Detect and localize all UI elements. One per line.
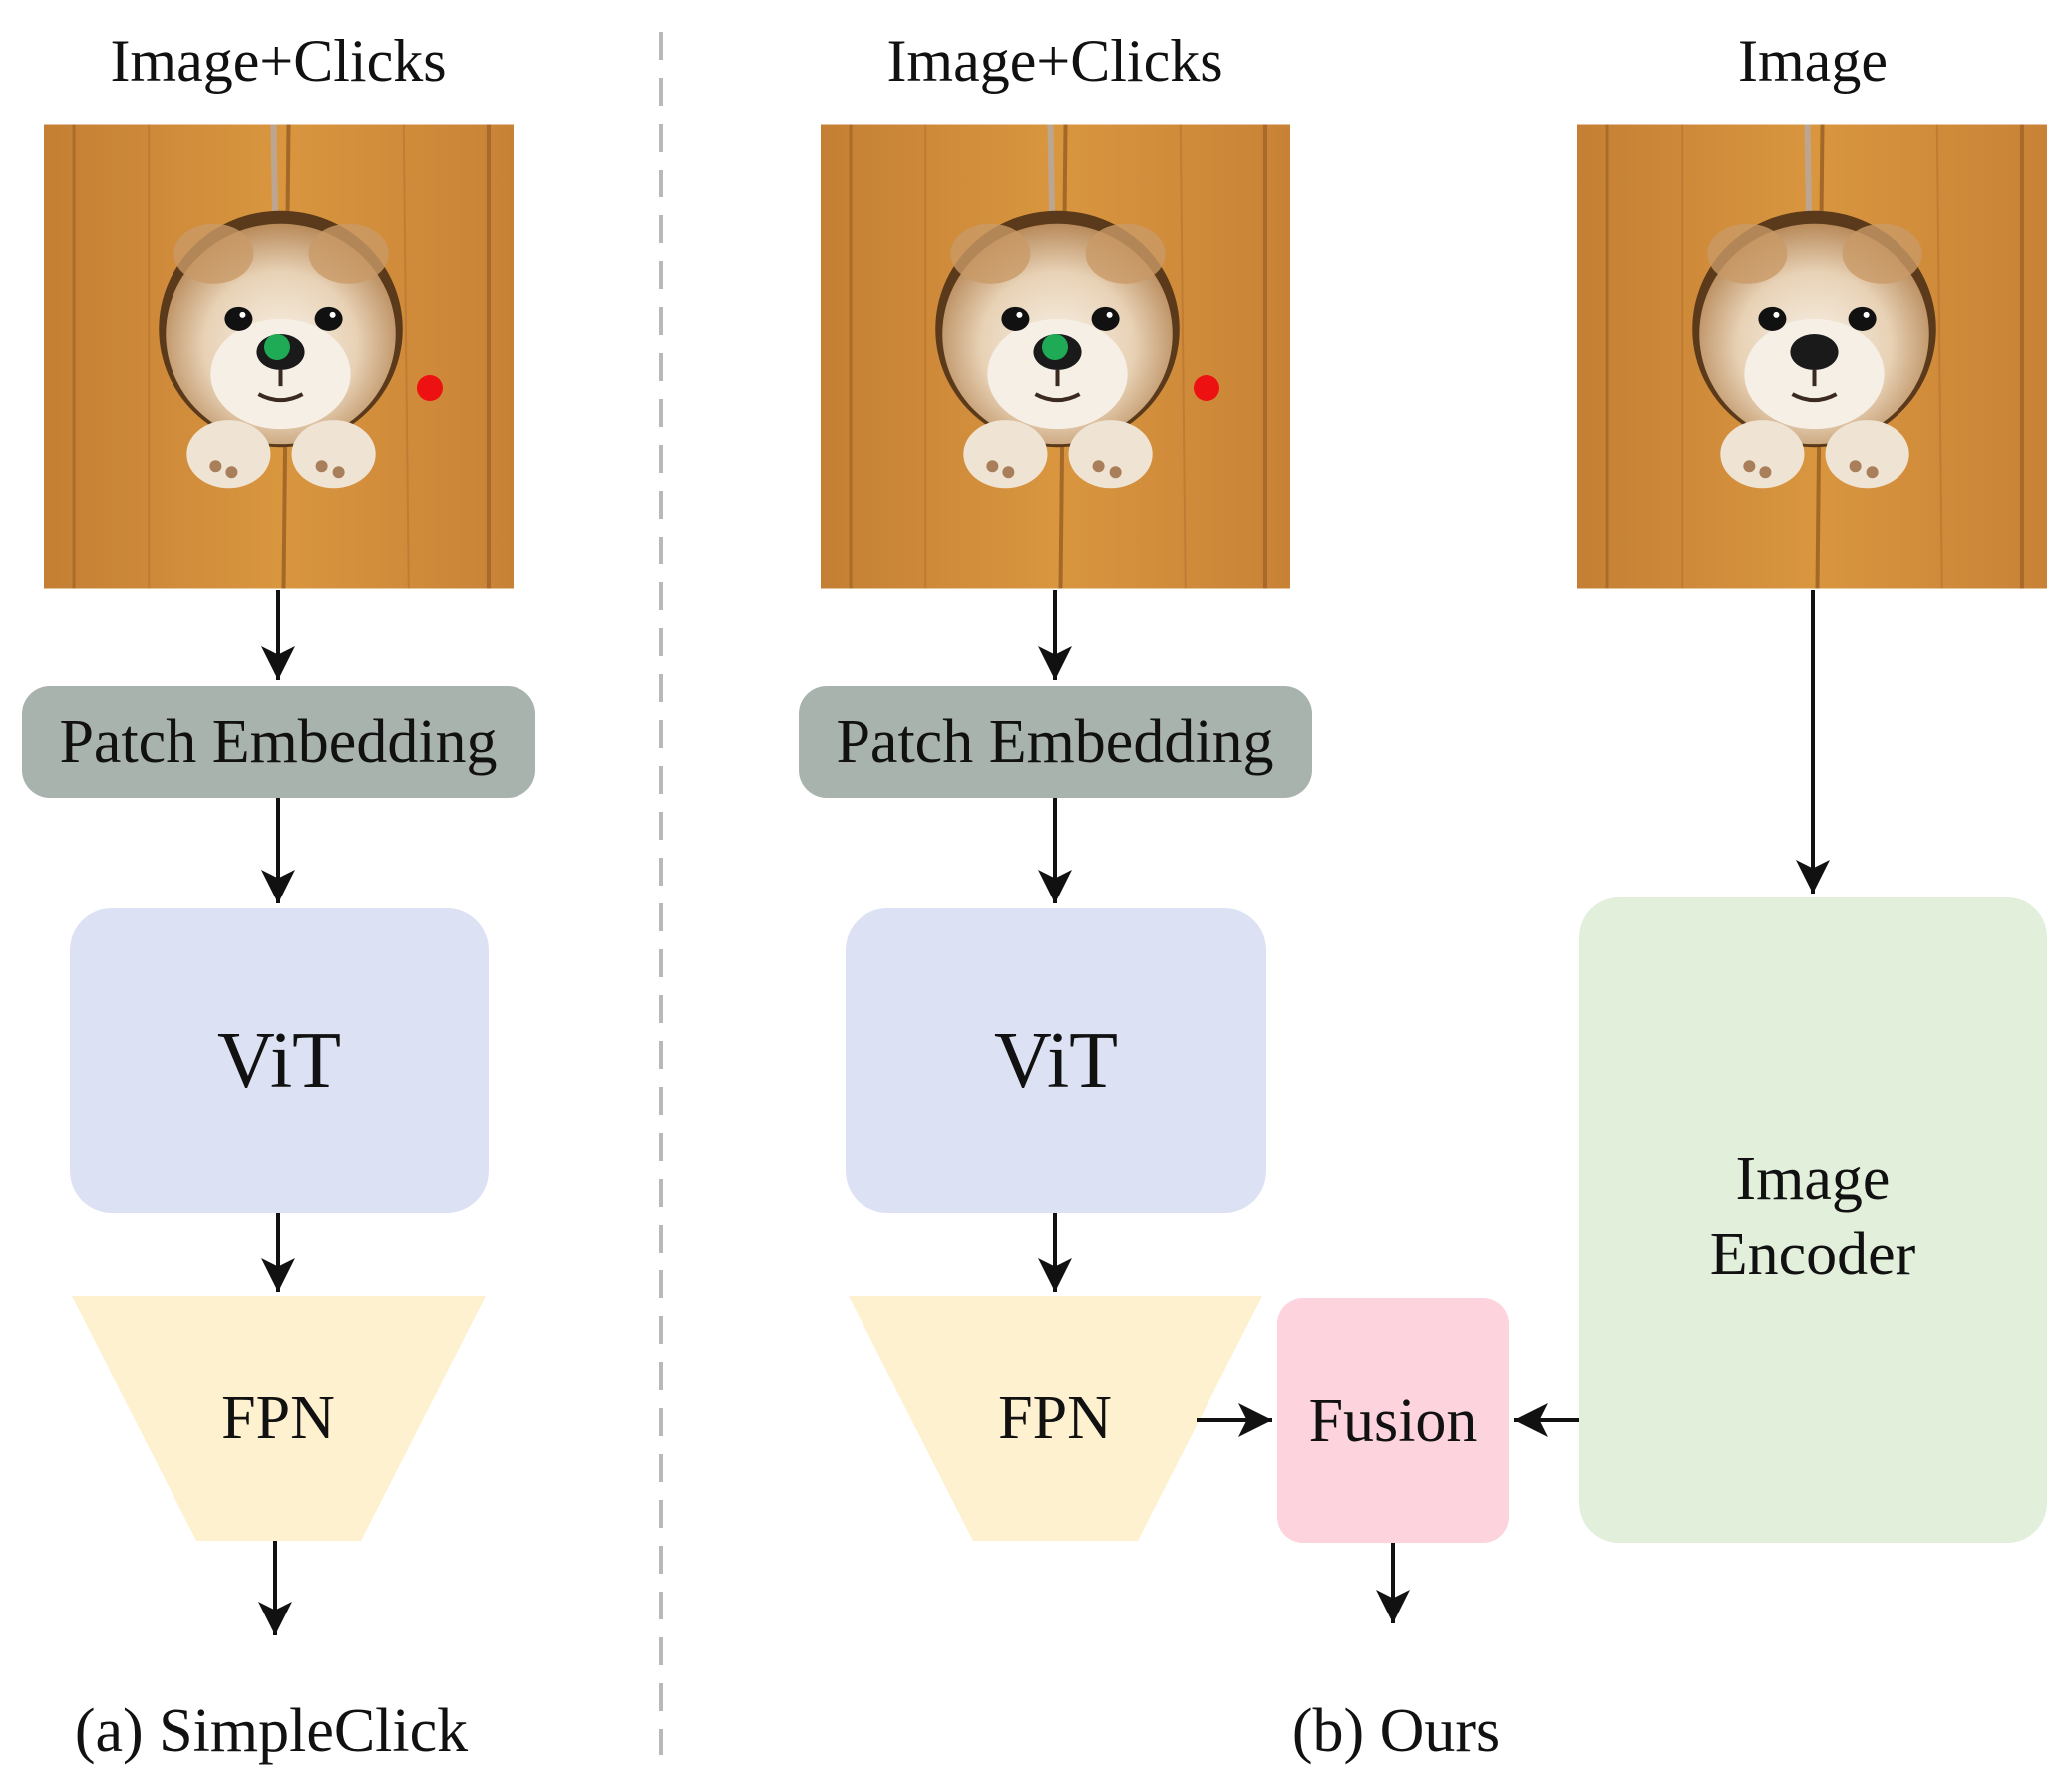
panel-b-image-label: Image bbox=[1738, 28, 1888, 94]
panel-b-vit-label: ViT bbox=[994, 1017, 1118, 1105]
panel-b-input-image-clicks bbox=[821, 125, 1290, 589]
negative-click-marker bbox=[1194, 375, 1219, 401]
panel-b-fusion-block: Fusion bbox=[1277, 1298, 1509, 1543]
panel-b-encoder-label-line2: Encoder bbox=[1710, 1221, 1916, 1288]
panel-a-patch-embedding-block: Patch Embedding bbox=[22, 686, 535, 798]
panel-b-patch-embedding-block: Patch Embedding bbox=[799, 686, 1312, 798]
panel-b-encoder-label-line1: Image bbox=[1736, 1145, 1891, 1213]
panel-b-image-encoder-block: Image Encoder bbox=[1579, 897, 2047, 1543]
panel-a-caption: (a) SimpleClick bbox=[75, 1697, 468, 1765]
panel-a-simpleclick: Image+Clicks Patch Embedding ViT FPN (a)… bbox=[22, 28, 535, 1765]
panel-b-fpn-label: FPN bbox=[998, 1384, 1112, 1452]
panel-b-ours: Image+Clicks Image Patch Embedding ViT F… bbox=[799, 28, 2047, 1765]
panel-a-input-label: Image+Clicks bbox=[110, 28, 446, 94]
panel-b-input-label: Image+Clicks bbox=[886, 28, 1222, 94]
panel-b-fpn-block: FPN bbox=[849, 1296, 1262, 1541]
panel-a-patch-label: Patch Embedding bbox=[59, 708, 497, 776]
panel-b-caption: (b) Ours bbox=[1292, 1697, 1500, 1765]
panel-b-fusion-label: Fusion bbox=[1309, 1387, 1478, 1455]
positive-click-marker bbox=[264, 334, 290, 360]
panel-a-fpn-label: FPN bbox=[221, 1384, 335, 1452]
panel-a-input-image bbox=[44, 125, 514, 589]
panel-a-vit-label: ViT bbox=[217, 1017, 341, 1105]
panel-b-vit-block: ViT bbox=[846, 908, 1266, 1213]
positive-click-marker bbox=[1042, 334, 1068, 360]
panel-b-patch-label: Patch Embedding bbox=[836, 708, 1273, 776]
panel-a-fpn-block: FPN bbox=[72, 1296, 486, 1541]
panel-a-vit-block: ViT bbox=[70, 908, 489, 1213]
panel-b-input-image bbox=[1577, 125, 2047, 589]
negative-click-marker bbox=[417, 375, 443, 401]
